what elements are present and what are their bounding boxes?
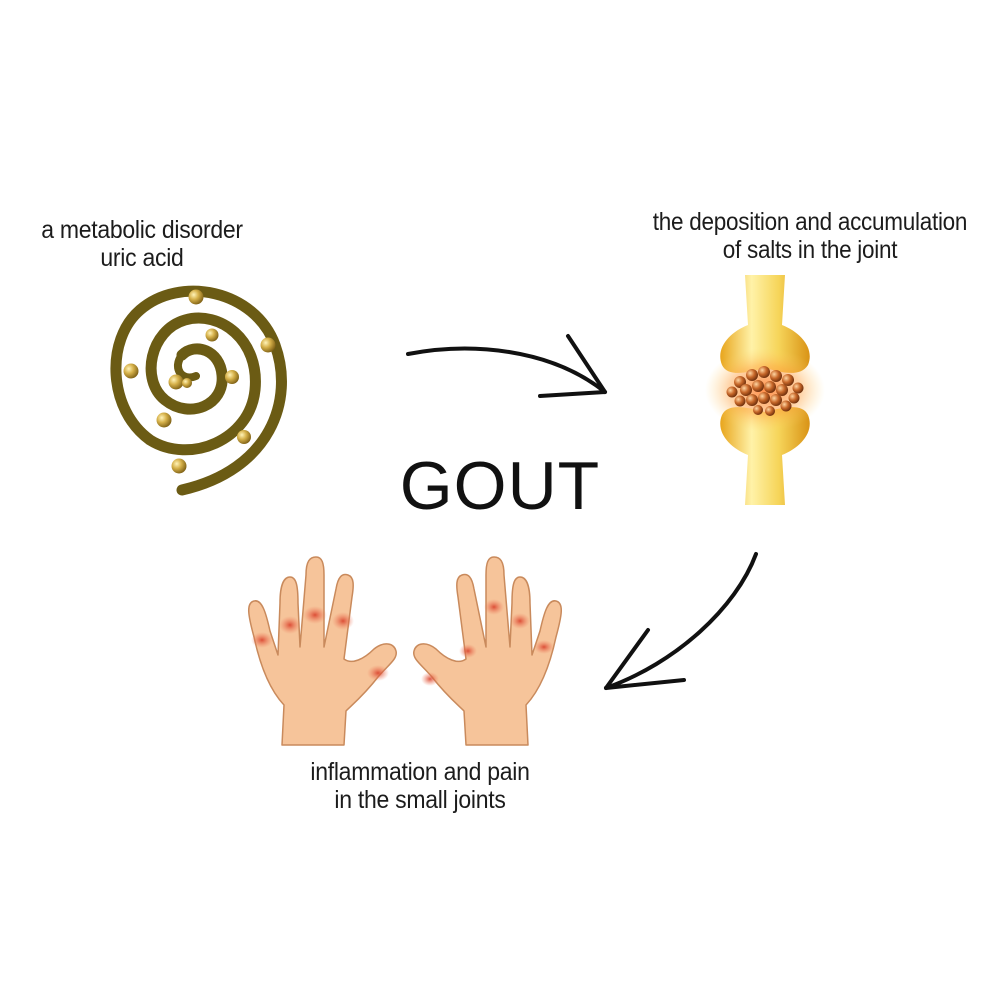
salt-crystals — [726, 366, 804, 416]
spiral-ribbon — [110, 285, 287, 496]
diagram-title: GOUT — [399, 448, 601, 524]
left-hand — [248, 556, 397, 746]
inflamed-hands-icon — [248, 556, 562, 746]
stage-inflammation-label: inflammation and pain in the small joint… — [284, 758, 556, 814]
lower-bone — [720, 407, 810, 505]
stage-inflammation-line2: in the small joints — [334, 786, 506, 814]
uric-acid-beads — [123, 289, 276, 474]
uric-acid-spiral-icon — [110, 285, 287, 496]
stage-metabolic-line1: a metabolic disorder — [41, 216, 243, 244]
upper-bone — [720, 275, 810, 373]
stage-inflammation-line1: inflammation and pain — [310, 758, 530, 786]
right-hand-inflammation — [421, 599, 554, 686]
arrow-right-icon — [406, 334, 607, 398]
stage-deposition-line2: of salts in the joint — [722, 236, 898, 264]
stage-metabolic-label: a metabolic disorder uric acid — [32, 216, 253, 272]
stage-deposition-line1: the deposition and accumulation — [652, 208, 968, 236]
stage-deposition-label: the deposition and accumulation of salts… — [641, 208, 979, 264]
left-hand-inflammation — [251, 606, 389, 681]
arrow-down-left-icon — [604, 552, 758, 690]
right-hand — [413, 556, 562, 746]
stage-metabolic-line2: uric acid — [100, 244, 184, 272]
joint-crystals-icon — [705, 275, 825, 505]
